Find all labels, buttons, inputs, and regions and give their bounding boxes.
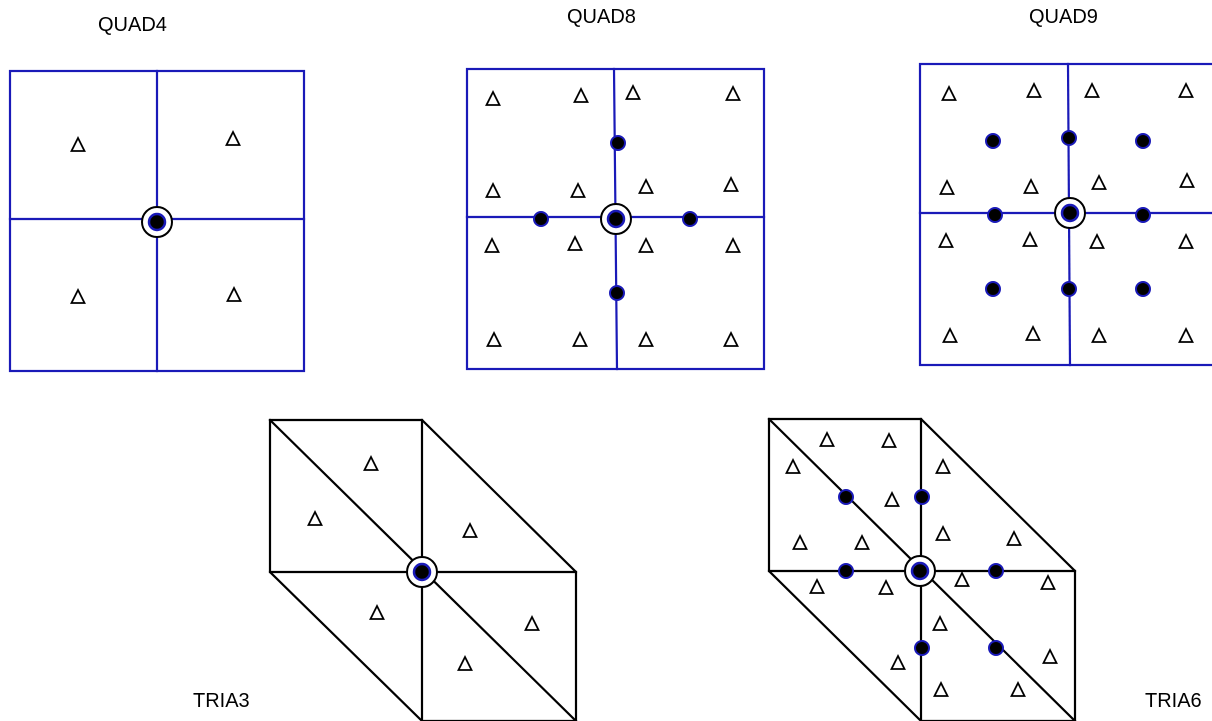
triangle-marker-icon [933, 680, 949, 697]
node-dot-icon [682, 211, 698, 227]
node-dot-icon [914, 640, 930, 656]
node-dot-icon [985, 133, 1001, 149]
triangle-marker-icon [819, 430, 835, 447]
triangle-marker-icon [485, 181, 501, 198]
node-dot-icon [533, 211, 549, 227]
triangle-marker-icon [954, 570, 970, 587]
shared-node-icon [147, 212, 167, 232]
triangle-marker-icon [369, 603, 385, 620]
triangle-marker-icon [1025, 324, 1041, 341]
triangle-marker-icon [881, 431, 897, 448]
triangle-marker-icon [854, 533, 870, 550]
triangle-marker-icon [70, 135, 86, 152]
quad4-label: QUAD4 [98, 14, 167, 36]
triangle-marker-icon [1178, 326, 1194, 343]
triangle-marker-icon [524, 614, 540, 631]
triangle-marker-icon [625, 83, 641, 100]
node-dot-icon [1135, 133, 1151, 149]
node-dot-icon [1061, 281, 1077, 297]
node-dot-icon [985, 281, 1001, 297]
triangle-marker-icon [878, 578, 894, 595]
triangle-marker-icon [638, 177, 654, 194]
triangle-marker-icon [785, 457, 801, 474]
triangle-marker-icon [485, 89, 501, 106]
triangle-marker-icon [484, 236, 500, 253]
triangle-marker-icon [462, 521, 478, 538]
triangle-marker-icon [572, 330, 588, 347]
triangle-marker-icon [939, 178, 955, 195]
node-dot-icon [838, 489, 854, 505]
triangle-marker-icon [809, 577, 825, 594]
triangle-marker-icon [723, 330, 739, 347]
triangle-marker-icon [363, 454, 379, 471]
triangle-marker-icon [570, 181, 586, 198]
triangle-marker-icon [573, 86, 589, 103]
triangle-marker-icon [1091, 173, 1107, 190]
node-dot-icon [988, 563, 1004, 579]
shared-node-icon [1060, 203, 1080, 223]
shared-node-icon [606, 209, 626, 229]
triangle-marker-icon [1010, 680, 1026, 697]
triangle-marker-icon [1026, 81, 1042, 98]
triangle-marker-icon [942, 326, 958, 343]
triangle-marker-icon [567, 234, 583, 251]
triangle-marker-icon [1022, 230, 1038, 247]
triangle-marker-icon [941, 84, 957, 101]
triangle-marker-icon [1091, 326, 1107, 343]
triangle-marker-icon [638, 236, 654, 253]
triangle-marker-icon [225, 129, 241, 146]
tria6-label: TRIA6 [1145, 690, 1202, 712]
triangle-marker-icon [938, 231, 954, 248]
node-dot-icon [914, 489, 930, 505]
triangle-marker-icon [1023, 177, 1039, 194]
quad8-outline [465, 67, 766, 371]
triangle-marker-icon [725, 236, 741, 253]
triangle-marker-icon [1089, 232, 1105, 249]
triangle-marker-icon [486, 330, 502, 347]
triangle-marker-icon [723, 175, 739, 192]
node-dot-icon [1135, 207, 1151, 223]
triangle-marker-icon [932, 614, 948, 631]
triangle-marker-icon [935, 524, 951, 541]
triangle-marker-icon [1179, 171, 1195, 188]
triangle-marker-icon [1084, 81, 1100, 98]
node-dot-icon [838, 563, 854, 579]
triangle-marker-icon [70, 287, 86, 304]
triangle-marker-icon [1006, 529, 1022, 546]
quad9-label: QUAD9 [1029, 6, 1098, 28]
triangle-marker-icon [307, 509, 323, 526]
shared-node-icon [412, 562, 432, 582]
triangle-marker-icon [935, 457, 951, 474]
node-dot-icon [1135, 281, 1151, 297]
triangle-marker-icon [725, 84, 741, 101]
triangle-marker-icon [1040, 573, 1056, 590]
node-dot-icon [610, 135, 626, 151]
node-dot-icon [609, 285, 625, 301]
node-dot-icon [1061, 130, 1077, 146]
triangle-marker-icon [890, 653, 906, 670]
triangle-marker-icon [792, 533, 808, 550]
triangle-marker-icon [1178, 232, 1194, 249]
node-dot-icon [987, 207, 1003, 223]
triangle-marker-icon [226, 285, 242, 302]
quad8-label: QUAD8 [567, 6, 636, 28]
tria3-label: TRIA3 [193, 690, 250, 712]
triangle-marker-icon [884, 490, 900, 507]
shared-node-icon [910, 561, 930, 581]
triangle-marker-icon [457, 654, 473, 671]
node-dot-icon [988, 640, 1004, 656]
triangle-marker-icon [1178, 81, 1194, 98]
triangle-marker-icon [638, 330, 654, 347]
triangle-marker-icon [1042, 647, 1058, 664]
